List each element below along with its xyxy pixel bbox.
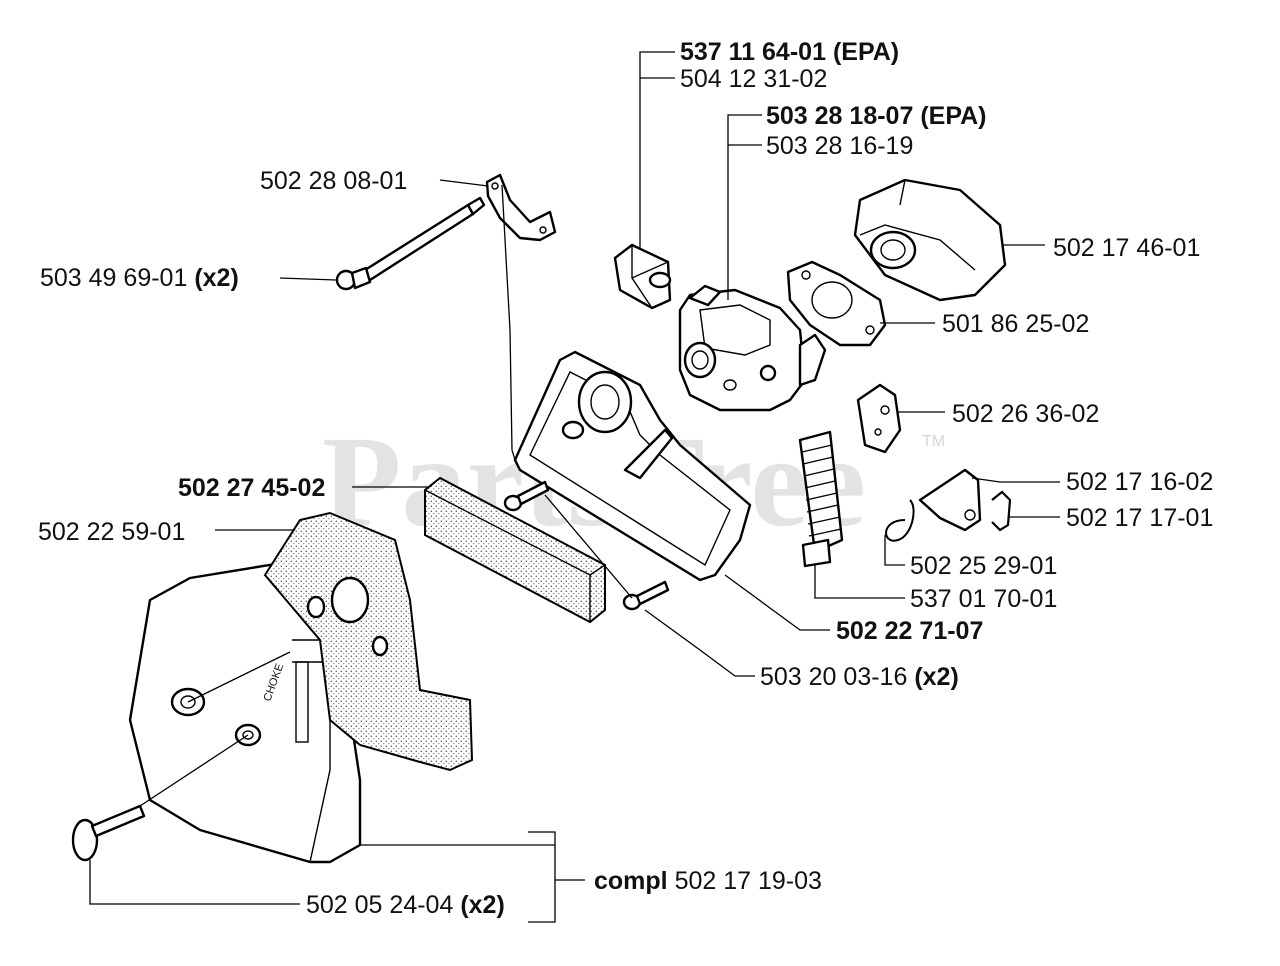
- label-537-01-70-01: 537 01 70-01: [910, 585, 1057, 613]
- label-503-20-03-16: 503 20 03-16 (x2): [760, 663, 959, 691]
- label-502-17-46-01: 502 17 46-01: [1053, 234, 1200, 262]
- label-503-28-16-19: 503 28 16-19: [766, 132, 913, 160]
- clip: [991, 490, 1012, 532]
- part-labels: 537 11 64-01 (EPA) 504 12 31-02 503 28 1…: [38, 38, 1213, 919]
- label-502-22-59-01: 502 22 59-01: [38, 518, 185, 546]
- label-502-26-36-02: 502 26 36-02: [952, 400, 1099, 428]
- choke-plate: [856, 383, 902, 454]
- carburetor: [678, 284, 827, 412]
- label-502-22-71-07: 502 22 71-07: [836, 617, 983, 645]
- choke-lever: [918, 468, 982, 532]
- label-502-27-45-02: 502 27 45-02: [178, 474, 325, 502]
- foam-backing: [263, 511, 474, 772]
- label-503-28-18-07: 503 28 18-07 (EPA): [766, 102, 987, 130]
- thumb-screw: [71, 804, 146, 862]
- label-502-28-08-01: 502 28 08-01: [260, 167, 407, 195]
- bracket: [485, 173, 557, 242]
- intake-adapter: [853, 178, 1007, 302]
- watermark-tm: TM: [922, 433, 945, 450]
- label-502-25-29-01: 502 25 29-01: [910, 552, 1057, 580]
- label-502-17-17-01: 502 17 17-01: [1066, 504, 1213, 532]
- label-501-86-25-02: 501 86 25-02: [942, 310, 1089, 338]
- label-502-05-24-04: 502 05 24-04 (x2): [306, 891, 505, 919]
- label-compl-502-17-19-03: compl 502 17 19-03: [594, 867, 822, 895]
- fuel-fitting: [613, 243, 672, 310]
- spring-ring: [885, 499, 915, 542]
- foam-filter-block: [424, 476, 606, 624]
- label-502-17-16-02: 502 17 16-02: [1066, 468, 1213, 496]
- label-503-49-69-01: 503 49 69-01 (x2): [40, 264, 239, 292]
- mounting-rod: [335, 196, 486, 291]
- label-504-12-31-02: 504 12 31-02: [680, 65, 827, 93]
- gasket: [786, 260, 887, 347]
- leader-lines: [89, 51, 1060, 923]
- housing-screw-lower: [622, 580, 670, 611]
- filter-housing: [513, 350, 752, 582]
- housing-screw-upper: [503, 480, 550, 512]
- label-537-11-64-01: 537 11 64-01 (EPA): [680, 38, 899, 66]
- spring-bellows: [798, 430, 844, 568]
